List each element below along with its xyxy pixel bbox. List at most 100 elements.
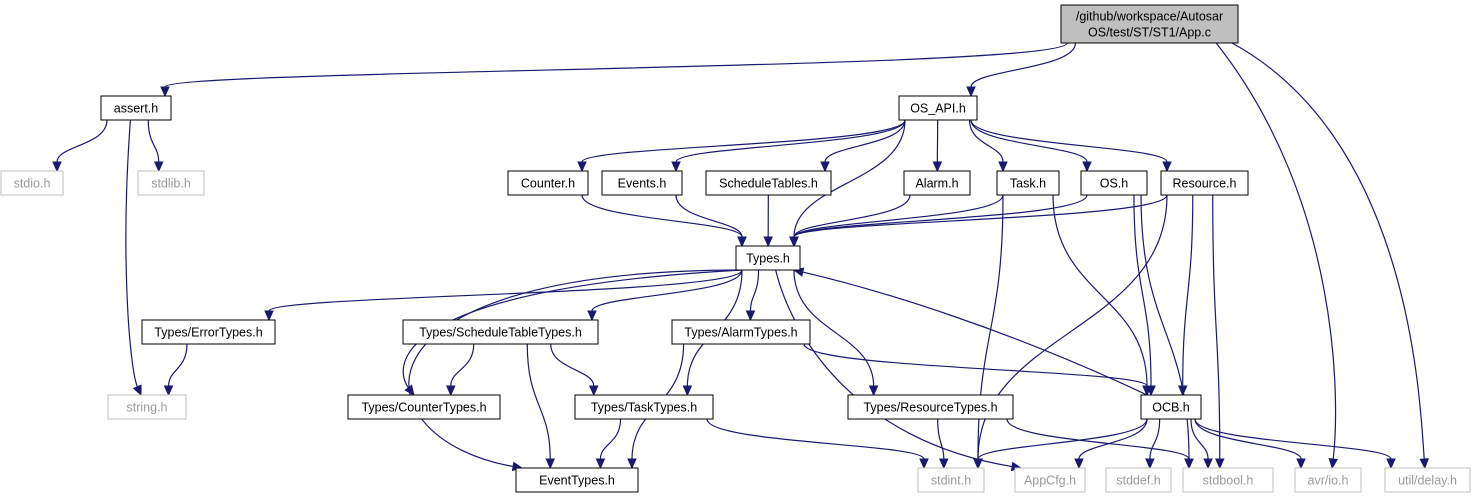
edge-line: [977, 418, 1148, 460]
edge-line: [968, 119, 1004, 163]
node-box: [1160, 170, 1249, 196]
node-label: OS.h: [1100, 177, 1129, 191]
node-schedtypes[interactable]: Types/ScheduleTableTypes.h: [402, 319, 599, 345]
node-label: Resource.h: [1173, 177, 1237, 191]
node-label: Events.h: [618, 177, 667, 191]
arrowhead-icon: [868, 385, 879, 397]
node-label: stdio.h: [14, 177, 51, 191]
edge-line: [793, 269, 875, 387]
node-eventtypes[interactable]: EventTypes.h: [515, 467, 639, 493]
node-task[interactable]: Task.h: [996, 170, 1060, 196]
node-events[interactable]: Events.h: [601, 170, 683, 196]
edge-line: [937, 418, 945, 460]
arrowhead-icon: [1184, 458, 1194, 470]
node-app[interactable]: /github/workspace/AutosarOS/test/ST/ST1/…: [1060, 4, 1239, 44]
node-box: [1080, 170, 1148, 196]
edge-osapi-to-resource: [970, 119, 1172, 173]
node-string: string.h: [107, 394, 187, 420]
edge-ocb-to-utildelay: [1194, 418, 1396, 470]
edge-line: [167, 343, 188, 387]
node-label: util/delay.h: [1398, 474, 1457, 488]
edge-line: [125, 119, 138, 388]
edge-line: [1149, 418, 1161, 460]
node-counter[interactable]: Counter.h: [507, 170, 589, 196]
node-osapi[interactable]: OS_API.h: [898, 95, 978, 121]
node-label: AppCfg.h: [1024, 474, 1076, 488]
node-label: stdint.h: [931, 474, 971, 488]
node-box: [100, 95, 172, 121]
arrowhead-icon: [737, 236, 747, 248]
arrowhead-icon: [939, 458, 949, 470]
edge-line: [1133, 194, 1152, 387]
edge-sched-to-types: [763, 194, 773, 248]
node-label: Alarm.h: [915, 177, 958, 191]
edge-line: [793, 194, 1168, 238]
arrowhead-icon: [1328, 458, 1339, 470]
node-types[interactable]: Types.h: [735, 245, 801, 271]
edge-line: [970, 119, 1088, 163]
node-box: [137, 170, 205, 196]
edge-line: [581, 194, 743, 238]
arrowhead-icon: [682, 385, 693, 397]
arrowhead-icon: [966, 86, 976, 98]
edge-line: [706, 418, 925, 460]
node-box: [917, 467, 985, 493]
arrowhead-icon: [919, 458, 929, 470]
arrowhead-icon: [577, 161, 587, 173]
node-assert[interactable]: assert.h: [100, 95, 172, 121]
edge-line: [970, 119, 1168, 163]
arrowhead-icon: [1142, 385, 1152, 397]
arrowhead-icon: [1082, 161, 1092, 173]
edge-types-to-schedtypes: [587, 269, 743, 322]
arrowhead-icon: [1177, 385, 1188, 397]
node-box: [735, 245, 801, 271]
edge-schedtypes-to-eventtypes: [526, 343, 555, 470]
node-label: Types/ErrorTypes.h: [154, 326, 262, 340]
node-label: Types.h: [746, 252, 790, 266]
node-ocb[interactable]: OCB.h: [1140, 394, 1202, 420]
edge-resource-to-stdint: [973, 194, 1168, 470]
edge-line: [1215, 42, 1337, 460]
node-box: [107, 394, 187, 420]
node-alarmtypes[interactable]: Types/AlarmTypes.h: [671, 319, 811, 345]
node-alarm[interactable]: Alarm.h: [903, 170, 971, 196]
node-errortypes[interactable]: Types/ErrorTypes.h: [141, 319, 276, 345]
arrowhead-icon: [998, 161, 1008, 173]
node-resource[interactable]: Resource.h: [1160, 170, 1249, 196]
node-label: Types/ResourceTypes.h: [863, 401, 997, 415]
node-countertypes[interactable]: Types/CounterTypes.h: [347, 394, 501, 420]
edge-resource-to-types: [789, 194, 1168, 248]
arrowhead-icon: [163, 385, 174, 397]
edge-ocb-to-stdbool: [1190, 418, 1213, 470]
node-label: OCB.h: [1152, 401, 1190, 415]
arrowhead-icon: [153, 161, 164, 173]
edge-errortypes-to-string: [163, 343, 188, 397]
node-box: [671, 319, 811, 345]
edge-line: [1194, 418, 1302, 460]
edge-line: [1194, 418, 1392, 460]
arrowhead-icon: [1145, 458, 1155, 470]
node-stdlib: stdlib.h: [137, 170, 205, 196]
node-stdio: stdio.h: [0, 170, 64, 196]
edge-types-to-errortypes: [264, 269, 743, 322]
node-resourcetypes[interactable]: Types/ResourceTypes.h: [847, 394, 1014, 420]
node-label: Types/AlarmTypes.h: [684, 326, 797, 340]
node-box: [507, 170, 589, 196]
node-os[interactable]: OS.h: [1080, 170, 1148, 196]
arrowhead-icon: [132, 384, 142, 397]
node-sched[interactable]: ScheduleTables.h: [705, 170, 832, 196]
edge-ocb-to-stdint: [973, 418, 1148, 470]
node-label: EventTypes.h: [539, 474, 615, 488]
edge-osapi-to-events: [671, 119, 906, 173]
edge-line: [793, 194, 1004, 238]
arrowhead-icon: [789, 236, 799, 248]
edge-osapi-to-task: [968, 119, 1008, 173]
arrowhead-icon: [1419, 458, 1429, 470]
arrowhead-icon: [973, 458, 983, 470]
node-label: Types/ScheduleTableTypes.h: [419, 326, 582, 340]
node-box: [898, 95, 978, 121]
node-tasktypes[interactable]: Types/TaskTypes.h: [574, 394, 714, 420]
edge-line: [749, 269, 760, 312]
node-label: Task.h: [1010, 177, 1046, 191]
node-label: avr/io.h: [1308, 474, 1349, 488]
